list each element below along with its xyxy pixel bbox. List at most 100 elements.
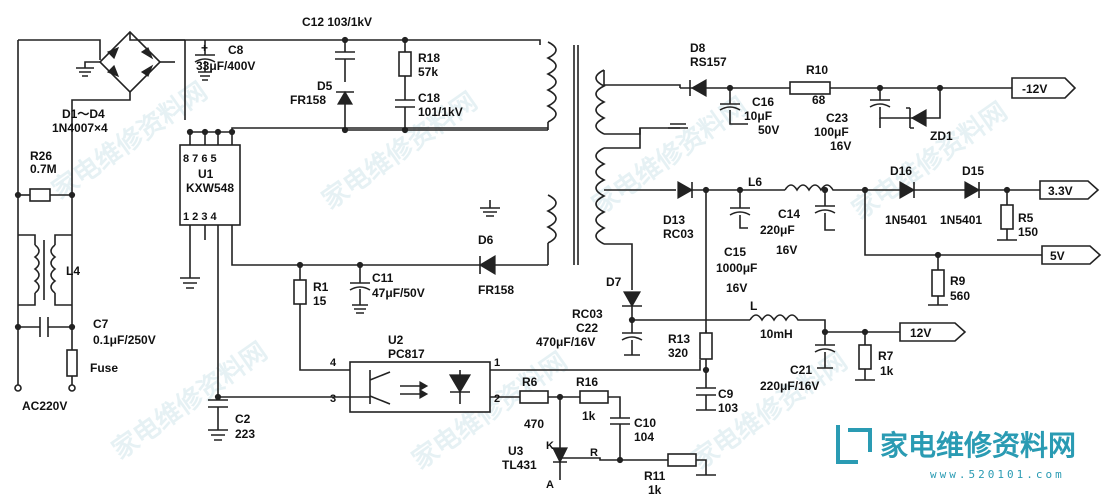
c7-value: 0.1μF/250V: [93, 333, 156, 347]
feedback-network: [519, 190, 716, 480]
input-section: D1～D4 1N4007×4 R26 0.7M L4 C7 0.1μF/250V: [14, 30, 185, 413]
r26-resistor: [29, 188, 51, 202]
r18-value: 57k: [418, 65, 438, 79]
u1-pins-top: 8 7 6 5: [183, 153, 217, 165]
r16-value: 1k: [582, 409, 596, 423]
c15-value2: 16V: [726, 281, 747, 295]
r13-ref: R13: [668, 332, 690, 346]
u3-pin-k: K: [546, 440, 554, 452]
d15-ref: D15: [962, 164, 984, 178]
r9-ref: R9: [950, 274, 966, 288]
l-ref: L: [750, 299, 757, 313]
u3-value: TL431: [502, 458, 537, 472]
d8-value: RS157: [690, 55, 727, 69]
watermark-layer: 家电维修资料网 家电维修资料网 家电维修资料网 家电维修资料网 家电维修资料网 …: [46, 76, 1013, 476]
c18-value: 101/1kV: [418, 105, 463, 119]
r5-ref: R5: [1018, 211, 1034, 225]
c12-label: C12 103/1kV: [302, 15, 372, 29]
c8-ref: C8: [228, 43, 244, 57]
l6-ref: L6: [748, 175, 762, 189]
u1-ref: U1: [198, 167, 214, 181]
r11-value: 1k: [648, 483, 662, 497]
rail-3v3-5v: [660, 180, 1102, 306]
r7-ref: R7: [878, 349, 894, 363]
hv-bus: +: [160, 36, 548, 134]
c14-value2: 16V: [776, 243, 797, 257]
c23-value1: 100μF: [814, 125, 849, 139]
l4-choke: [18, 234, 72, 306]
c11-ref: C11: [372, 271, 394, 285]
bridge-rectifier: [71, 30, 185, 120]
d16-value: 1N5401: [885, 213, 927, 227]
r10-ref: R10: [806, 63, 828, 77]
output-5v: 5V: [1050, 249, 1065, 263]
c21-ref: C21: [790, 363, 812, 377]
u3-pin-r: R: [590, 447, 598, 459]
c16-ref: C16: [752, 95, 774, 109]
r1-value: 15: [313, 294, 327, 308]
site-logo: 家电维修资料网 www.520101.com: [836, 425, 1076, 481]
logo-text: 家电维修资料网: [880, 429, 1076, 462]
r18-ref: R18: [418, 51, 440, 65]
c14-ref: C14: [778, 207, 800, 221]
d6-ref: D6: [478, 233, 494, 247]
r11-ref: R11: [644, 469, 666, 483]
d7-value: RC03: [572, 307, 603, 321]
r7-value: 1k: [880, 364, 894, 378]
c7-capacitor: [14, 317, 76, 337]
c15-ref: C15: [724, 245, 746, 259]
r26-value: 0.7M: [30, 162, 57, 176]
u1-pins-bottom: 1 2 3 4: [183, 211, 218, 223]
d13-ref: D13: [663, 213, 685, 227]
fuse-ref: Fuse: [90, 361, 118, 375]
r5-value: 150: [1018, 225, 1038, 239]
rail-neg12v: [680, 77, 1077, 129]
d7-ref: D7: [606, 275, 622, 289]
aux-winding: [293, 200, 548, 371]
u2-pin2: 2: [494, 393, 500, 405]
c22-ref: C22: [576, 321, 598, 335]
c21-value: 220μF/16V: [760, 379, 819, 393]
r10-value: 68: [812, 93, 826, 107]
c11-value: 47μF/50V: [372, 286, 425, 300]
c16-value2: 50V: [758, 123, 779, 137]
c22-value: 470μF/16V: [536, 335, 595, 349]
ac-input-label: AC220V: [22, 399, 67, 413]
u2-pin1: 1: [494, 357, 500, 369]
zd1-ref: ZD1: [930, 129, 953, 143]
logo-url: www.520101.com: [930, 468, 1065, 481]
c8-plus: +: [201, 41, 208, 55]
d16-ref: D16: [890, 164, 912, 178]
r26-ref: R26: [30, 149, 52, 163]
watermark-text: 家电维修资料网: [846, 96, 1013, 226]
c2-ref: C2: [235, 412, 251, 426]
c2-capacitor: [208, 393, 228, 441]
u2-ref: U2: [388, 333, 404, 347]
d15-value: 1N5401: [940, 213, 982, 227]
u3-pin-a: A: [546, 479, 554, 491]
output-12v: 12V: [910, 326, 931, 340]
watermark-text: 家电维修资料网: [686, 346, 853, 476]
c9-value: 103: [718, 401, 738, 415]
watermark-text: 家电维修资料网: [586, 91, 753, 221]
u2-pin4: 4: [330, 357, 337, 369]
fuse: [66, 349, 78, 377]
r9-value: 560: [950, 289, 970, 303]
r13-value: 320: [668, 346, 688, 360]
c16-value1: 10μF: [744, 109, 772, 123]
transformer: [546, 41, 688, 290]
l4-ref: L4: [66, 264, 80, 278]
d5-value: FR158: [290, 93, 326, 107]
d5-ref: D5: [317, 79, 333, 93]
u2-pin3: 3: [330, 393, 336, 405]
r6-ref: R6: [522, 375, 538, 389]
c23-ref: C23: [826, 111, 848, 125]
u3-ref: U3: [508, 444, 524, 458]
d8-ref: D8: [690, 41, 706, 55]
bridge-ref: D1～D4: [62, 107, 105, 121]
c15-value1: 1000μF: [716, 261, 757, 275]
c23-value2: 16V: [830, 139, 851, 153]
watermark-text: 家电维修资料网: [106, 336, 273, 466]
u2-optocoupler: U2 PC817 4 3 1 2: [218, 333, 701, 413]
